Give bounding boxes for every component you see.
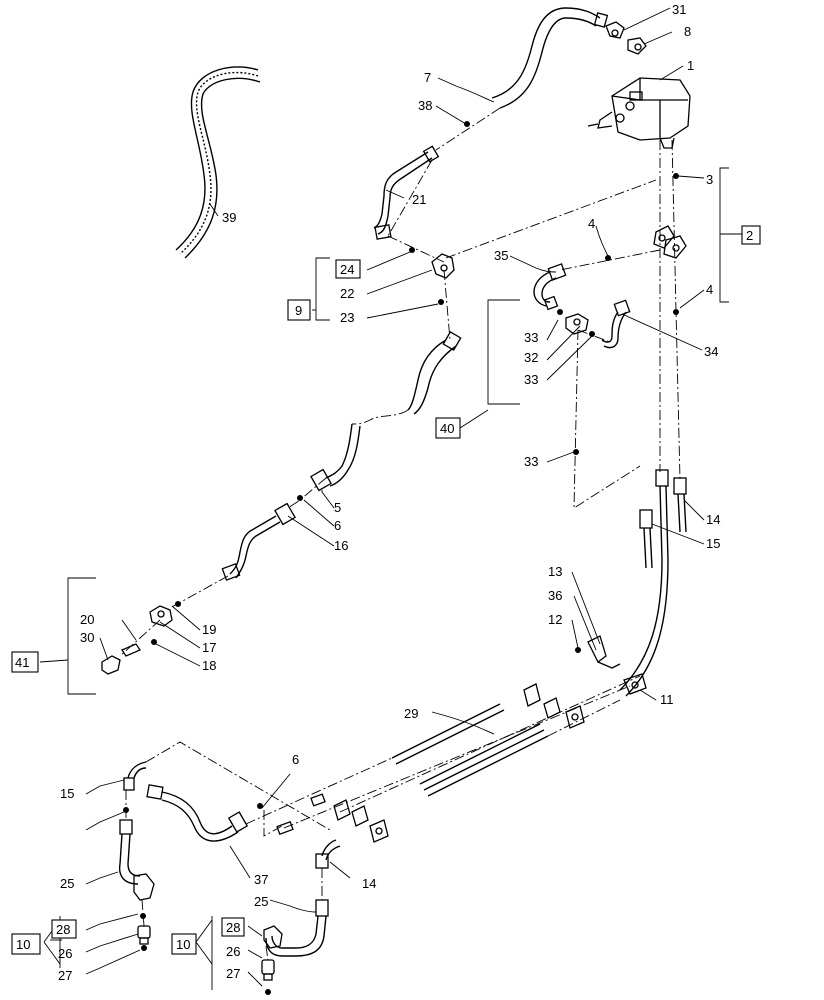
callout-17: 17 — [202, 640, 216, 655]
hose-part-7 — [491, 7, 609, 109]
callout-4-lower: 4 — [706, 282, 713, 297]
callout-box-10-left — [11, 933, 41, 955]
callout-15-upper: 15 — [706, 536, 720, 551]
callout-box-10-right — [171, 933, 197, 955]
callout-box-24 — [335, 259, 361, 279]
callout-25-left: 25 — [60, 876, 74, 891]
callout-27-left: 27 — [58, 968, 72, 983]
callout-35: 35 — [494, 248, 508, 263]
callout-10-right: 10 — [176, 937, 190, 952]
fitting-part-8 — [627, 37, 647, 55]
callout-12: 12 — [548, 612, 562, 627]
callout-34: 34 — [704, 344, 718, 359]
tube-part-21 — [373, 145, 440, 240]
fitting-part-31 — [605, 21, 625, 39]
pump-part-1 — [587, 77, 691, 149]
tube-part-15 — [619, 469, 669, 697]
callout-13: 13 — [548, 564, 562, 579]
callout-4-upper: 4 — [588, 216, 595, 231]
cap-part-30 — [101, 655, 121, 675]
leader-lines — [39, 7, 742, 990]
callout-39: 39 — [222, 210, 236, 225]
bracket-part-13 — [587, 635, 621, 669]
callout-14-upper: 14 — [706, 512, 720, 527]
callout-40: 40 — [440, 421, 454, 436]
tube-part-14-lower — [315, 839, 341, 869]
callout-box-2 — [741, 225, 761, 245]
callout-10-left: 10 — [16, 937, 30, 952]
long-hose — [325, 331, 462, 487]
callout-5: 5 — [334, 500, 341, 515]
tube-part-14 — [673, 477, 687, 533]
callout-32: 32 — [524, 350, 538, 365]
valve-part — [653, 225, 687, 259]
hose-part-25-left — [118, 819, 155, 901]
fittings-left-28-26-27 — [137, 925, 151, 945]
clamp-part-11 — [623, 673, 647, 695]
callout-28-left: 28 — [56, 922, 70, 937]
callout-38: 38 — [418, 98, 432, 113]
callout-20: 20 — [80, 612, 94, 627]
tube-part-16 — [221, 502, 296, 581]
callout-8: 8 — [684, 24, 691, 39]
centerlines — [119, 107, 681, 961]
callout-25-right: 25 — [254, 894, 268, 909]
tube-part-35 — [533, 263, 567, 311]
coupling-part-5 — [310, 468, 332, 492]
callout-16: 16 — [334, 538, 348, 553]
callout-33-a: 33 — [524, 330, 538, 345]
callout-22: 22 — [340, 286, 354, 301]
callout-labels: 1 2 3 4 4 5 6 6 7 8 9 10 10 11 12 13 14 … — [15, 2, 753, 983]
callout-2: 2 — [746, 228, 753, 243]
tube-part-15-lower — [123, 761, 147, 791]
hose-part-37 — [146, 784, 249, 842]
callout-11: 11 — [660, 692, 674, 707]
callout-box-28-right — [221, 917, 245, 937]
rail-clamps — [276, 683, 585, 843]
callout-18: 18 — [202, 658, 216, 673]
callout-26-right: 26 — [226, 944, 240, 959]
callout-29: 29 — [404, 706, 418, 721]
callout-3: 3 — [706, 172, 713, 187]
callout-41: 41 — [15, 655, 29, 670]
centerline-dots — [123, 121, 679, 995]
tee-fitting-part-32 — [565, 313, 589, 335]
tube-part-34 — [601, 299, 631, 349]
fitting-part-17 — [149, 605, 173, 627]
callout-box-40 — [435, 417, 461, 439]
callout-box-28-left — [51, 919, 77, 939]
callout-1: 1 — [687, 58, 694, 73]
rail-part-29 — [391, 703, 549, 797]
fittings-right-28-26-27 — [261, 959, 275, 981]
callout-37: 37 — [254, 872, 268, 887]
callout-23: 23 — [340, 310, 354, 325]
callout-27-right: 27 — [226, 966, 240, 981]
callout-36: 36 — [548, 588, 562, 603]
callout-33-c: 33 — [524, 454, 538, 469]
boxed-callouts — [11, 225, 761, 955]
callout-14-lower: 14 — [362, 876, 376, 891]
callout-19: 19 — [202, 622, 216, 637]
callout-box-41 — [11, 651, 39, 673]
callout-31: 31 — [672, 2, 686, 17]
callout-28-right: 28 — [226, 920, 240, 935]
callout-7: 7 — [424, 70, 431, 85]
callout-21: 21 — [412, 192, 426, 207]
callout-24: 24 — [340, 262, 354, 277]
callout-6-mid: 6 — [334, 518, 341, 533]
callout-box-9 — [287, 299, 311, 321]
coil-sleeve-part-39 — [175, 66, 261, 259]
fitting-part-22 — [431, 253, 455, 279]
callout-33-b: 33 — [524, 372, 538, 387]
callout-30: 30 — [80, 630, 94, 645]
callout-15-lower: 15 — [60, 786, 74, 801]
callout-6-lower: 6 — [292, 752, 299, 767]
callout-9: 9 — [295, 303, 302, 318]
callout-26-left: 26 — [58, 946, 72, 961]
